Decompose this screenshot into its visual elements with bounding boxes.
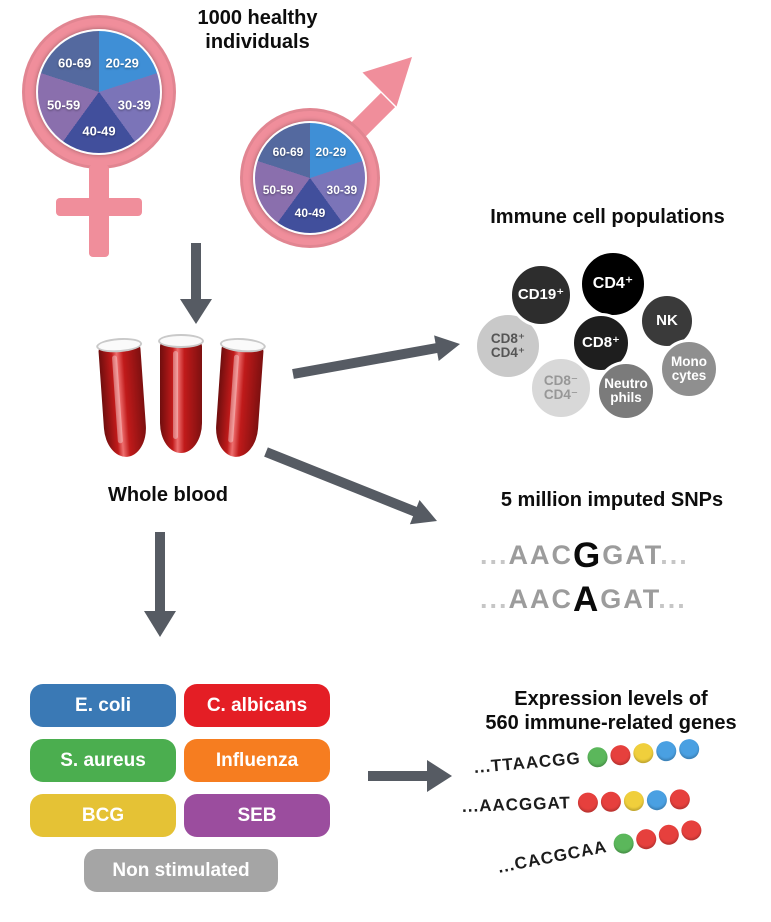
gene-bead-row: ...CACGCAA — [496, 818, 704, 878]
bead-red — [634, 827, 659, 851]
gene-sequence: ...CACGCAA — [496, 836, 609, 877]
bead-blue — [655, 740, 678, 763]
age-group-label: 20-29 — [315, 144, 347, 159]
bead-red — [657, 823, 681, 847]
age-group-label: 50-59 — [46, 97, 81, 113]
bead-green — [611, 831, 636, 856]
age-group-label: 50-59 — [262, 183, 294, 198]
bead-blue — [678, 738, 700, 761]
age-group-label: 20-29 — [105, 55, 139, 71]
stimulus-non-stimulated: Non stimulated — [84, 849, 278, 892]
cell-monocytes: Mono cytes — [659, 339, 719, 399]
snps-title: 5 million imputed SNPs — [500, 489, 724, 511]
male-symbol: 20-29 30-39 40-49 50-59 60-69 — [240, 108, 380, 248]
cell-neutrophils: Neutro phils — [596, 361, 656, 421]
bead-yellow — [623, 790, 645, 812]
bead-red — [577, 792, 599, 813]
gene-bead-row: ...AACGGAT — [461, 789, 691, 817]
age-group-label: 30-39 — [326, 183, 358, 198]
cell-cd4: CD4⁺ — [579, 250, 647, 318]
blood-tube — [158, 334, 204, 458]
age-group-label: 30-39 — [117, 97, 151, 113]
cell-cd8: CD8⁺ — [571, 313, 631, 373]
arrow-blood-to-stimuli — [144, 532, 176, 637]
ellipsis: ... — [480, 540, 509, 570]
ellipsis: ... — [480, 584, 509, 614]
bead-red — [600, 791, 622, 813]
stimulus-seb: SEB — [184, 794, 330, 837]
snp-pre: AAC — [508, 540, 574, 570]
bead-red — [679, 818, 704, 843]
tube-body — [98, 343, 148, 459]
female-symbol: 20-29 30-39 40-49 50-59 60-69 — [22, 15, 176, 257]
cell-cd19: CD19⁺ — [509, 263, 573, 327]
stimulus-s-aureus: S. aureus — [30, 739, 176, 782]
whole-blood-label: Whole blood — [108, 484, 228, 506]
age-group-label: 40-49 — [82, 123, 116, 139]
blood-tubes — [95, 334, 277, 466]
snp-pre: AAC — [508, 584, 574, 614]
bead-blue — [646, 789, 668, 811]
stimulus-c-albicans: C. albicans — [184, 684, 330, 727]
snp-sequence-2: ...AACAGAT... — [480, 580, 687, 620]
bead-green — [586, 746, 609, 769]
tube-body — [214, 343, 264, 459]
tube-rim — [158, 334, 204, 348]
arrow-stimuli-to-expression — [368, 760, 452, 792]
cell-cd8neg-cd4neg: CD8⁻ CD4⁻ — [529, 356, 593, 420]
gene-sequence: ...TTAACGG — [473, 748, 582, 777]
cell-cd8pos-cd4pos: CD8⁺ CD4⁺ — [474, 312, 542, 380]
bead-yellow — [632, 742, 655, 765]
arrow-genders-to-blood — [180, 243, 212, 324]
snp-variant-allele: A — [573, 580, 601, 619]
snp-post: GAT — [600, 584, 659, 614]
stimulus-influenza: Influenza — [184, 739, 330, 782]
arrow-blood-to-snps — [264, 447, 437, 525]
bead-red — [669, 789, 691, 810]
gene-sequence: ...AACGGAT — [461, 793, 572, 816]
bead-red — [609, 744, 632, 767]
immune-title: Immune cell populations — [490, 206, 725, 228]
female-symbol-crossbar — [56, 198, 142, 216]
gene-bead-row: ...TTAACGG — [473, 738, 700, 778]
snp-variant-allele: G — [573, 536, 603, 575]
expression-title: Expression levels of 560 immune-related … — [485, 688, 737, 734]
tube-body — [160, 341, 202, 453]
blood-tube — [214, 336, 267, 464]
snp-post: GAT — [602, 540, 661, 570]
stimulus-e-coli: E. coli — [30, 684, 176, 727]
snp-sequence-1: ...AACGGAT... — [480, 536, 689, 576]
arrow-blood-to-cells — [292, 335, 460, 379]
age-group-label: 40-49 — [294, 206, 326, 221]
ellipsis: ... — [658, 584, 687, 614]
age-group-label: 60-69 — [272, 144, 304, 159]
age-group-label: 60-69 — [57, 55, 92, 71]
male-age-pie: 20-29 30-39 40-49 50-59 60-69 — [253, 121, 367, 235]
ellipsis: ... — [660, 540, 689, 570]
stimulus-bcg: BCG — [30, 794, 176, 837]
blood-tube — [95, 336, 149, 464]
female-age-pie: 20-29 30-39 40-49 50-59 60-69 — [36, 29, 162, 155]
cohort-title: 1000 healthy individuals — [197, 7, 318, 53]
